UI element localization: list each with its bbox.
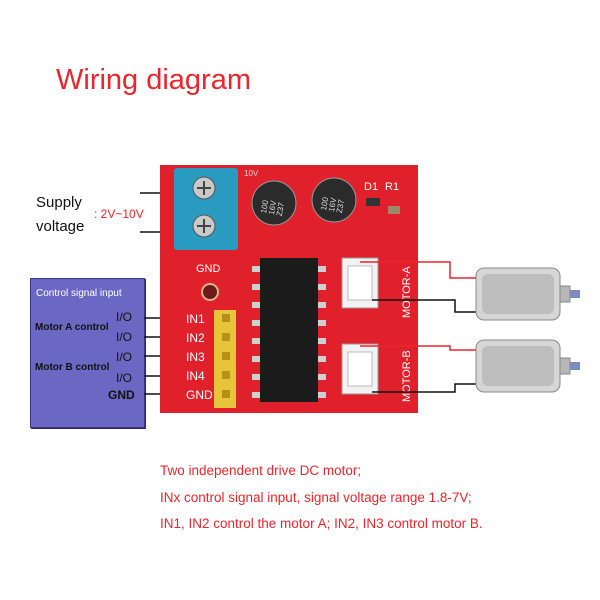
motor-b-board-label: MOTOR-B [401, 350, 413, 402]
cap1-label-3: Z37 [275, 201, 286, 217]
diode-d1 [366, 198, 380, 206]
supply-voltage-range: : 2V~10V [94, 207, 144, 221]
pin-label-in1: IN1 [186, 312, 205, 326]
cap1-label-1: 100 [259, 199, 270, 214]
io-label-3: I/O [116, 350, 133, 364]
motor-a-control-label: Motor A control [35, 322, 109, 333]
pin-label-in4: IN4 [186, 369, 205, 383]
capacitor-1 [251, 180, 297, 226]
d1-label: D1 [364, 181, 378, 193]
r1-label: R1 [385, 181, 399, 193]
cap1-label-2: 16V [267, 199, 278, 215]
cap2-label-2: 16V [327, 196, 338, 212]
note-line-2: INx control signal input, signal voltage… [160, 490, 472, 505]
note-line-3: IN1, IN2 control the motor A; IN2, IN3 c… [160, 516, 483, 531]
pin-label-gnd: GND [186, 388, 213, 402]
voltage-tag: 10V [244, 169, 259, 178]
supply-label-line2: voltage [36, 218, 85, 235]
motor-b [475, 339, 580, 393]
diagram-title: Wiring diagram [56, 64, 251, 96]
motor-a [475, 267, 580, 321]
io-label-1: I/O [116, 310, 133, 324]
motor-b-control-label: Motor B control [35, 362, 110, 373]
motor-a-board-label: MOTOR-A [401, 266, 413, 318]
driver-ic [260, 258, 318, 402]
cap2-label-3: Z37 [335, 198, 346, 214]
motor-wires [360, 261, 480, 393]
io-label-2: I/O [116, 330, 133, 344]
driver-board: 100 16V Z37 100 16V Z37 10V D1 R1 GND [160, 165, 418, 413]
pin-label-in3: IN3 [186, 350, 205, 364]
cap2-label-1: 100 [319, 196, 330, 211]
supply-label-line1: Supply [36, 194, 82, 211]
control-signal-box [30, 278, 145, 428]
control-signal-title: Control signal input [36, 288, 122, 299]
note-line-1: Two independent drive DC motor; [160, 463, 362, 478]
mounting-hole [201, 283, 219, 301]
resistor-r1 [388, 206, 400, 214]
board-gnd-label: GND [196, 263, 221, 275]
io-label-4: I/O [116, 371, 133, 385]
control-gnd-label: GND [108, 388, 135, 402]
terminal-block [174, 168, 238, 250]
capacitor-2 [311, 177, 357, 223]
pin-label-in2: IN2 [186, 331, 205, 345]
